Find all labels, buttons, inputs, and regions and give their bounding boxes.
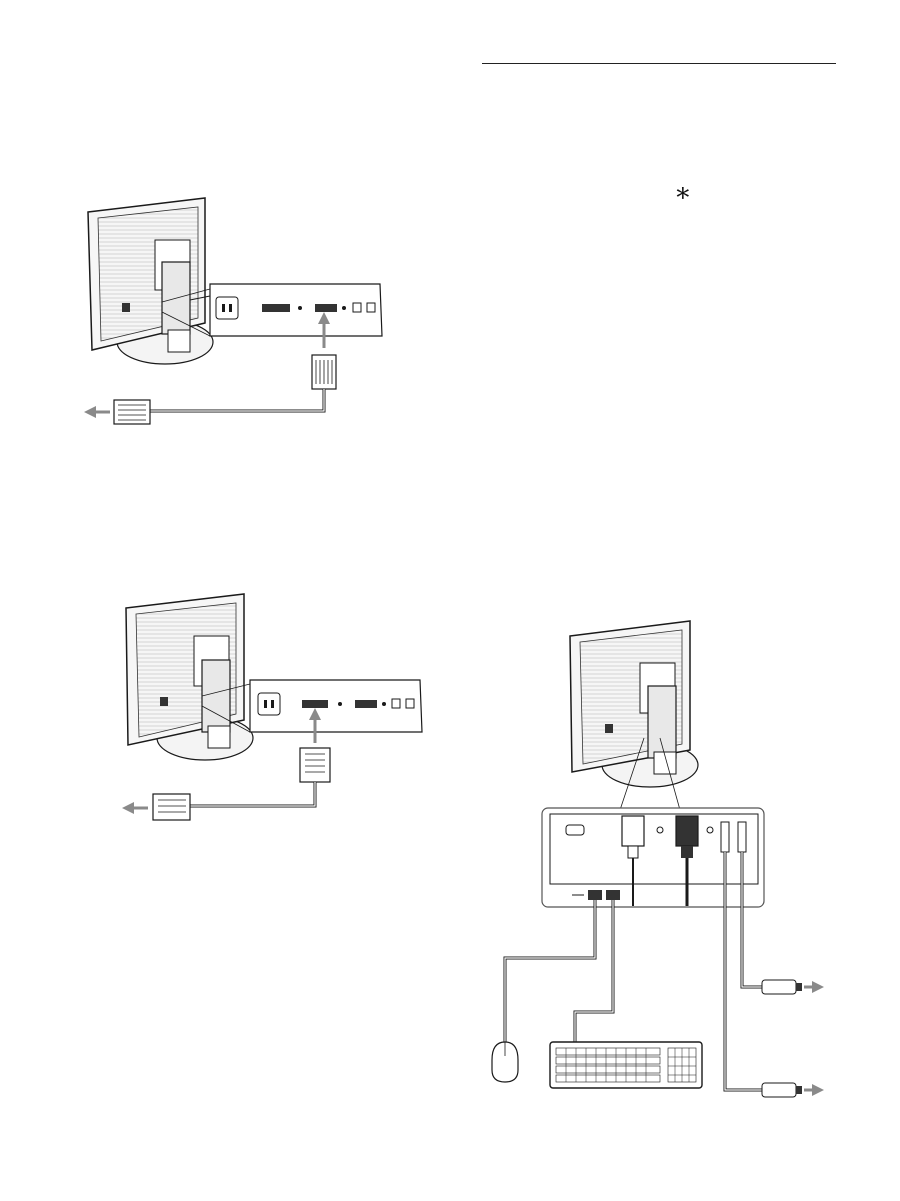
monitor-rear-3 (569, 620, 699, 788)
mouse (491, 900, 597, 1083)
port-panel-1 (209, 283, 383, 337)
usb-audio-connection-figure (491, 620, 824, 1098)
dvi-connection-figure (122, 593, 423, 821)
audio-cable (740, 852, 824, 995)
asterisk-mark: ∗ (674, 178, 692, 208)
monitor-rear-2 (125, 593, 254, 761)
dvi-cable (122, 747, 331, 821)
usb-port-panel (541, 807, 765, 908)
keyboard (549, 900, 703, 1089)
usb-upstream-cable (723, 852, 824, 1098)
hd15-connection-figure (84, 197, 383, 425)
port-panel-2 (249, 679, 423, 733)
header-rule (482, 63, 836, 64)
hd15-cable (84, 354, 337, 425)
monitor-rear-1 (87, 197, 214, 365)
